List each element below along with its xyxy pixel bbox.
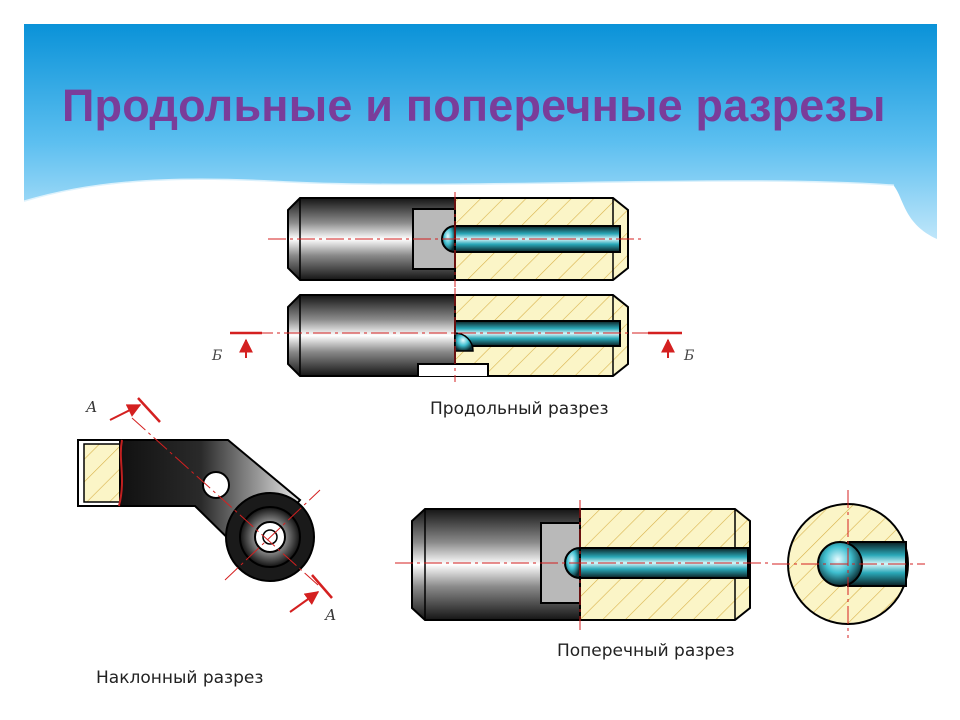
round-cross-section	[772, 490, 925, 638]
shaft-view-section: Б Б	[211, 288, 694, 382]
section-mark-a-top: А	[85, 398, 97, 416]
shaft-cross-section	[395, 500, 772, 630]
section-mark-b-right: Б	[683, 348, 694, 364]
section-mark-b-left: Б	[211, 348, 222, 364]
caption-oblique-section: Наклонный разрез	[96, 668, 264, 688]
slide-title: Продольные и поперечные разрезы	[62, 80, 886, 131]
caption-cross-section: Поперечный разрез	[557, 641, 735, 661]
caption-longitudinal-section: Продольный разрез	[430, 399, 609, 419]
header-banner	[24, 24, 937, 239]
shaft-view-top	[268, 192, 645, 287]
bracket-oblique-section: А А	[77, 397, 336, 624]
section-mark-a-bottom: А	[324, 606, 336, 624]
